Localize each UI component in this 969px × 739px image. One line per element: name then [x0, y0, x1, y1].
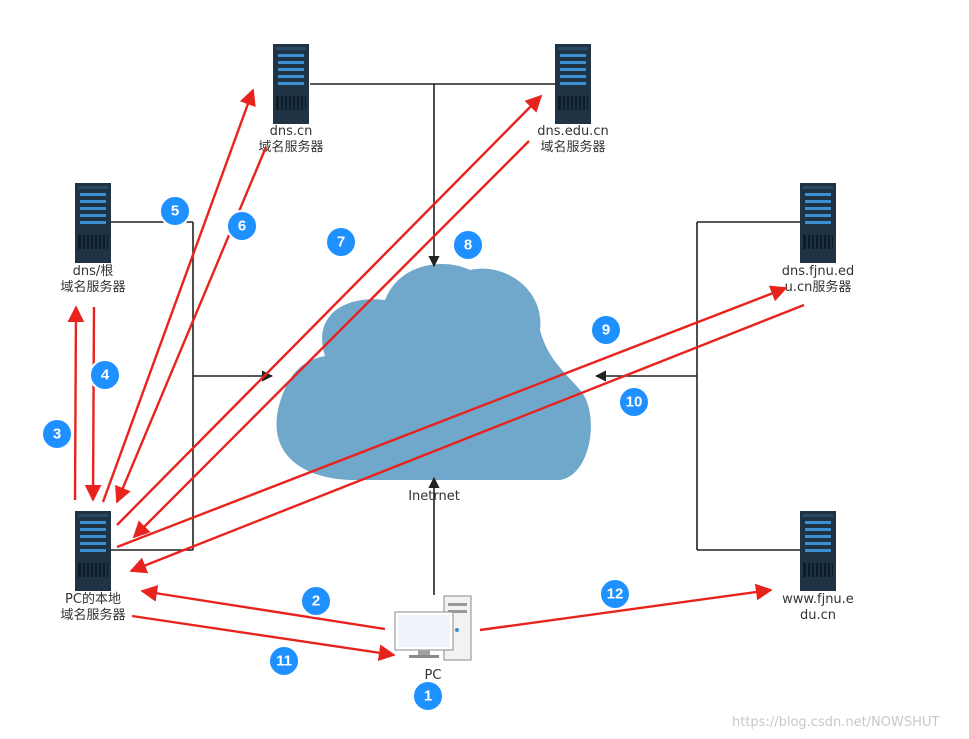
step-badge-4: 4 — [89, 359, 121, 391]
internet-cloud — [276, 263, 591, 480]
arrow-step-3 — [67, 305, 85, 501]
step-badge-5-text: 5 — [171, 203, 179, 220]
arrow-step-1-2 — [140, 585, 386, 631]
arrow-step-6 — [115, 146, 268, 504]
step-badge-6-text: 6 — [238, 218, 246, 235]
dns-cn-server-icon — [272, 43, 310, 125]
local-dns-label-line1: PC的本地 — [65, 591, 121, 607]
local-dns-label-line2: 域名服务器 — [60, 607, 125, 623]
arrow-step-9 — [116, 285, 788, 549]
arrow-step-7 — [116, 94, 543, 526]
dns-root-server-icon — [74, 182, 112, 264]
step-badge-8-text: 8 — [464, 237, 472, 254]
step-badge-9-text: 9 — [602, 322, 610, 339]
step-badge-10: 10 — [618, 386, 650, 418]
internet-label: Inetrnet — [408, 489, 460, 504]
step-badge-7: 7 — [325, 226, 357, 258]
dns-root-label-line2: 域名服务器 — [60, 279, 125, 295]
dns-cn-label-line2: 域名服务器 — [258, 139, 323, 155]
pc-label: PC — [425, 668, 442, 683]
step-badge-10-text: 10 — [626, 394, 643, 411]
step-badge-1-text: 1 — [424, 688, 432, 705]
arrow-step-5 — [101, 88, 256, 503]
pc-icon — [394, 595, 472, 661]
local-dns-server-icon — [74, 510, 112, 592]
dns-edu-cn-server-icon — [554, 43, 592, 125]
step-badge-11-text: 11 — [276, 653, 292, 670]
www-fjnu-label-line2: du.cn — [800, 608, 836, 623]
www-fjnu-server-icon — [799, 510, 837, 592]
step-badge-7-text: 7 — [337, 234, 345, 251]
step-badge-4-text: 4 — [101, 367, 110, 384]
step-badge-2-text: 2 — [312, 593, 320, 610]
arrow-step-4 — [84, 306, 102, 502]
step-badge-3-text: 3 — [53, 426, 61, 443]
step-badge-3: 3 — [41, 418, 73, 450]
step-badge-5: 5 — [159, 195, 191, 227]
dns-edu-cn-label-line2: 域名服务器 — [540, 139, 605, 155]
network-links — [111, 83, 800, 595]
watermark: https://blog.csdn.net/NOWSHUT — [732, 715, 939, 730]
dns-root-label-line1: dns/根 — [73, 264, 114, 279]
dns-edu-cn-label-line1: dns.edu.cn — [537, 124, 608, 139]
step-badge-11: 11 — [268, 645, 300, 677]
arrow-step-10 — [129, 303, 805, 574]
arrow-step-8 — [132, 140, 530, 539]
dns-fjnu-label-line1: dns.fjnu.ed — [782, 264, 854, 279]
step-badge-12-text: 12 — [607, 586, 624, 603]
dns-fjnu-label-line2: u.cn服务器 — [785, 279, 852, 295]
www-fjnu-label-line1: www.fjnu.e — [782, 592, 854, 607]
step-badge-1: 1 — [412, 680, 444, 712]
dns-fjnu-server-icon — [799, 182, 837, 264]
step-badge-9: 9 — [590, 314, 622, 346]
resolution-arrows — [67, 88, 805, 662]
step-badge-6: 6 — [226, 210, 258, 242]
arrow-step-11 — [131, 614, 396, 662]
arrow-step-12 — [479, 583, 773, 632]
step-badge-8: 8 — [452, 229, 484, 261]
step-badge-12: 12 — [599, 578, 631, 610]
dns-cn-label-line1: dns.cn — [270, 124, 313, 139]
step-badge-2: 2 — [300, 585, 332, 617]
